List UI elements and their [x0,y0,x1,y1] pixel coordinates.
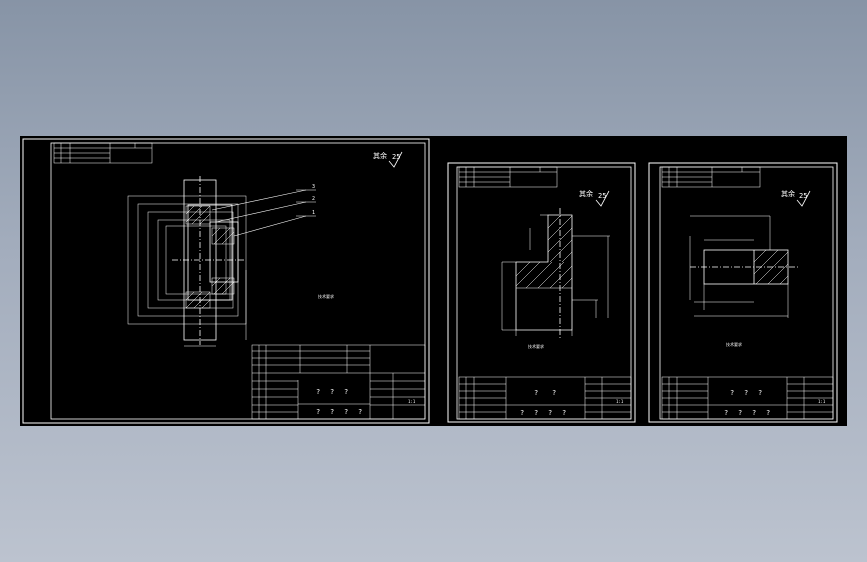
title-cell-1c: ? [344,388,348,396]
roughness-symbol [595,190,610,207]
title-row-1c: ? [344,408,348,416]
title-cell-2a: ? [534,389,538,397]
title-row-3d: ? [766,409,770,417]
title-row-3a: ? [724,409,728,417]
title-cell-1b: ? [330,388,334,396]
title-block [251,344,426,420]
scale-note-2: 1:1 [616,399,624,404]
title-cell-3a: ? [730,389,734,397]
roughness-symbol [796,190,811,207]
section-hatch [185,205,235,309]
balloon-1: 1 [312,210,315,216]
title-cell-1a: ? [316,388,320,396]
title-row-1b: ? [330,408,334,416]
title-row-2d: ? [562,409,566,417]
tech-note-3: 技术要求 [726,341,742,347]
title-block [661,376,834,420]
roughness-label-2: 其余 [579,189,593,198]
roughness-symbol [388,151,403,168]
balloon-3: 3 [312,184,315,190]
title-row-2c: ? [548,409,552,417]
section-hatch [515,214,573,289]
roughness-value-3: 25 [799,192,807,200]
title-block [458,376,632,420]
scale-note-3: 1:1 [818,399,826,404]
part-leaders [211,189,316,237]
title-row-2b: ? [534,409,538,417]
parts-list-table [458,166,558,188]
drawing-sheet-part-a[interactable] [447,162,636,423]
title-row-3c: ? [752,409,756,417]
parts-list-table [661,166,761,188]
roughness-label-1: 其余 [373,151,387,160]
tech-note-1: 技术要求 [318,293,334,299]
drawing-sheet-part-b[interactable] [648,162,838,423]
title-cell-2b: ? [552,389,556,397]
scale-note-1: 1:1 [408,399,416,404]
parts-list-table [53,142,153,164]
balloon-2: 2 [312,196,315,202]
title-cell-3b: ? [744,389,748,397]
section-hatch [753,249,789,285]
drawing-sheet-assembly[interactable] [22,138,430,424]
title-row-2a: ? [520,409,524,417]
title-row-1a: ? [316,408,320,416]
title-cell-3c: ? [758,389,762,397]
title-row-3b: ? [738,409,742,417]
roughness-value-2: 25 [598,192,606,200]
tech-note-2: 技术要求 [528,343,544,349]
title-row-1d: ? [358,408,362,416]
ring-part-section [689,215,800,318]
model-space-strip [20,136,847,426]
roughness-value-1: 25 [392,153,400,161]
roughness-label-3: 其余 [781,189,795,198]
shaft-part-section [501,208,610,338]
